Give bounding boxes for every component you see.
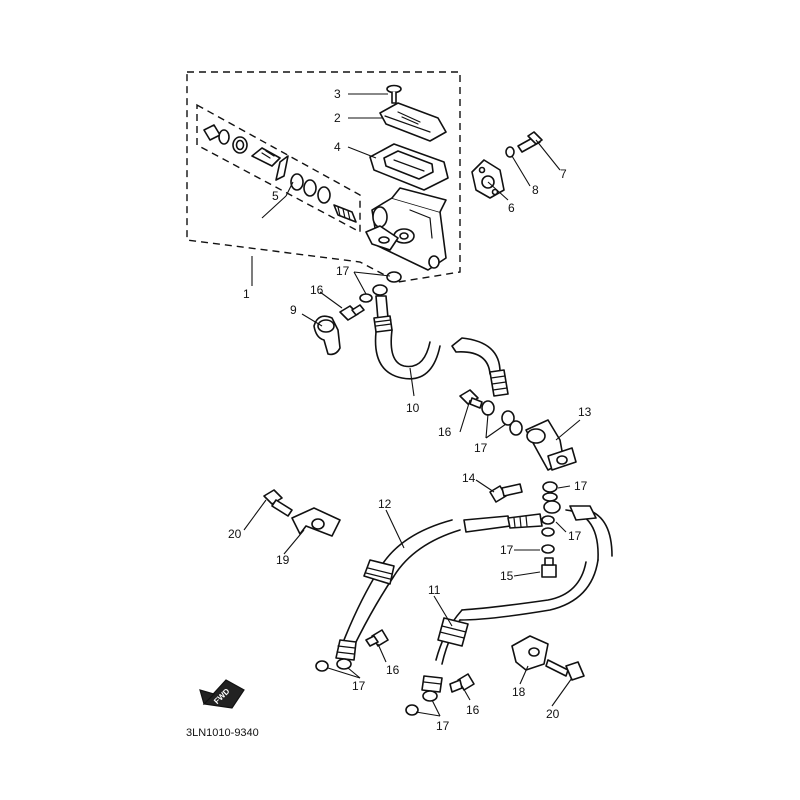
callout-7: 7: [560, 167, 567, 181]
callout-17-joint-b: 17: [568, 529, 582, 543]
reservoir-cap: [379, 102, 447, 142]
hose-guide-bolt-upper: [263, 489, 293, 517]
hose-guide-bolt-lower: [545, 659, 585, 681]
callout-15: 15: [500, 569, 514, 583]
drawing-code: 3LN1010-9340: [186, 727, 259, 739]
callout-17-top: 17: [336, 264, 350, 278]
hose-guide-upper: [291, 507, 341, 537]
callout-10: 10: [406, 401, 420, 415]
callout-16-top: 16: [310, 283, 324, 297]
master-cylinder-body: [365, 187, 447, 271]
copper-washers-hose3: [405, 704, 419, 716]
callout-11: 11: [428, 583, 441, 597]
hose-guide-lower: [511, 635, 549, 671]
callout-3: 3: [334, 87, 341, 101]
callout-14: 14: [462, 471, 476, 485]
callout-17-joint-c: 17: [500, 543, 514, 557]
leader-lines: [243, 93, 581, 717]
callout-16-mid: 16: [438, 425, 452, 439]
callout-16-lower-left: 16: [386, 663, 400, 677]
union-bolt-mid: [459, 389, 483, 409]
callout-18: 18: [512, 685, 526, 699]
forward-direction-arrow: FWD: [199, 679, 245, 709]
brake-hose-joint: [525, 419, 577, 471]
callout-17-hose2: 17: [352, 679, 366, 693]
callout-9: 9: [290, 303, 297, 317]
callout-6: 6: [508, 201, 515, 215]
reservoir-screw: [386, 84, 402, 104]
joint-bolt: [489, 483, 523, 503]
callout-20-lower: 20: [546, 707, 560, 721]
callout-12: 12: [378, 497, 392, 511]
diaphragm: [369, 143, 449, 191]
copper-washers-mid: [481, 400, 523, 436]
copper-washers-hose2: [315, 660, 329, 672]
callout-17-joint-a: 17: [574, 479, 588, 493]
brake-hose-3: [421, 505, 613, 702]
callout-numbers: 1 2 3 4 5 6 7 8 9 10 11 12 13 14 15 16 1…: [228, 87, 592, 733]
piston-kit: [203, 124, 357, 223]
piston-kit-boundary: [196, 103, 361, 234]
brake-hose-1: [372, 284, 509, 397]
union-bolt-cover: [313, 315, 341, 356]
callout-19: 19: [276, 553, 290, 567]
holder-washer: [505, 146, 515, 158]
callout-17-hose3: 17: [436, 719, 450, 733]
callout-1: 1: [243, 287, 250, 301]
callout-2: 2: [334, 111, 341, 125]
union-bolt-top: [339, 304, 365, 321]
callout-4: 4: [334, 140, 341, 154]
copper-washers-joint: [541, 481, 558, 554]
callout-5: 5: [272, 189, 279, 203]
callout-13: 13: [578, 405, 592, 419]
holder-bolt: [517, 131, 543, 153]
union-bolt-lower-right: [449, 673, 475, 693]
callout-8: 8: [532, 183, 539, 197]
bleed-bolt: [541, 557, 557, 578]
brake-hose-2: [335, 500, 561, 670]
union-bolt-lower-left: [365, 629, 389, 647]
callout-17-mid: 17: [474, 441, 488, 455]
callout-16-lower-right: 16: [466, 703, 480, 717]
callout-20-upper: 20: [228, 527, 242, 541]
